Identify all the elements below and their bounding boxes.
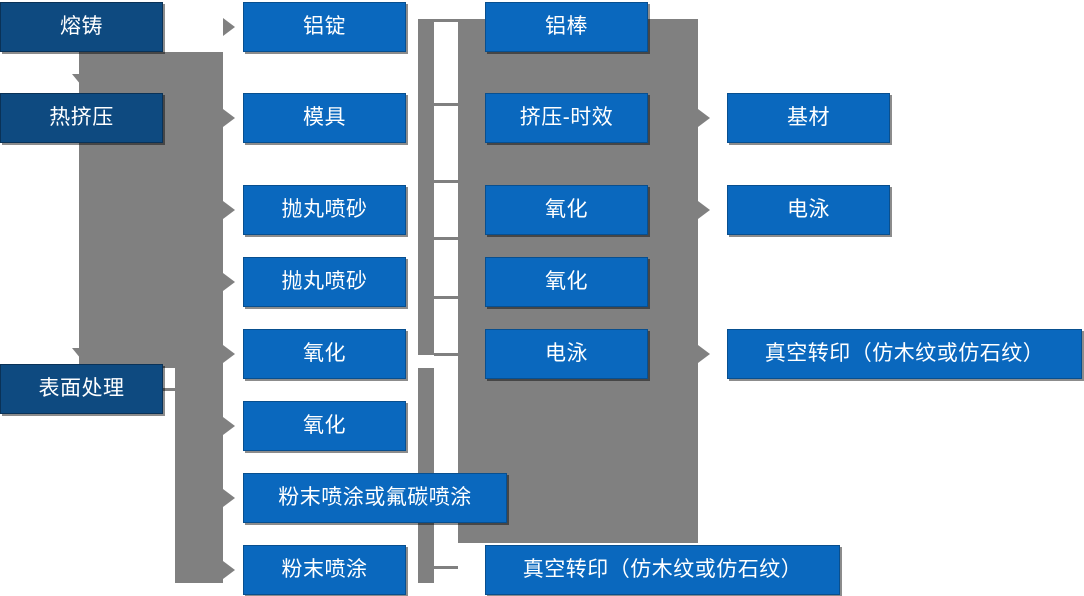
connector-spine-left-lower bbox=[175, 52, 223, 583]
node-electrophoresis-1[interactable]: 电泳 bbox=[485, 329, 648, 379]
node-label: 氧化 bbox=[303, 414, 346, 438]
node-hot-extrusion[interactable]: 热挤压 bbox=[0, 93, 163, 143]
node-extrusion-aging[interactable]: 挤压-时效 bbox=[485, 93, 648, 143]
bracket-tick-7 bbox=[434, 566, 458, 569]
node-label: 模具 bbox=[303, 106, 346, 130]
node-label: 电泳 bbox=[787, 198, 830, 222]
node-surface-treatment[interactable]: 表面处理 bbox=[0, 364, 163, 414]
bracket-tick-1 bbox=[434, 19, 458, 22]
arrow-to-oxidation-2 bbox=[223, 417, 235, 435]
node-shot-blasting-2[interactable]: 抛丸喷砂 bbox=[243, 257, 406, 307]
arrow-to-base-material bbox=[698, 109, 710, 127]
arrow-to-aluminum-ingot bbox=[223, 18, 235, 36]
node-label: 表面处理 bbox=[38, 377, 125, 401]
bracket-tick-2 bbox=[434, 103, 458, 106]
connector-bracket-left-bar bbox=[418, 19, 434, 355]
node-label: 抛丸喷砂 bbox=[281, 198, 368, 222]
node-label: 氧化 bbox=[545, 198, 588, 222]
node-electrophoresis-2[interactable]: 电泳 bbox=[727, 185, 890, 235]
arrow-to-powder-or-pvdf-coating bbox=[223, 489, 235, 507]
node-aluminum-ingot[interactable]: 铝锭 bbox=[243, 2, 406, 52]
node-label: 真空转印（仿木纹或仿石纹） bbox=[764, 342, 1045, 366]
bracket-tick-4 bbox=[434, 237, 458, 240]
bracket-tick-3 bbox=[434, 180, 458, 183]
node-label: 电泳 bbox=[545, 342, 588, 366]
node-melt-cast[interactable]: 熔铸 bbox=[0, 2, 163, 52]
node-label: 真空转印（仿木纹或仿石纹） bbox=[522, 558, 803, 582]
node-label: 热挤压 bbox=[49, 106, 114, 130]
node-oxidation-2[interactable]: 氧化 bbox=[243, 401, 406, 451]
arrow-to-powder-coating bbox=[223, 561, 235, 579]
node-label: 粉末喷涂或氟碳喷涂 bbox=[278, 486, 472, 510]
arrow-to-vacuum-transfer-print-2 bbox=[698, 345, 710, 363]
node-oxidation-4[interactable]: 氧化 bbox=[485, 257, 648, 307]
bracket-tick-5 bbox=[434, 296, 458, 299]
node-label: 氧化 bbox=[545, 270, 588, 294]
node-oxidation-3[interactable]: 氧化 bbox=[485, 185, 648, 235]
arrow-to-mold bbox=[223, 109, 235, 127]
arrow-down-to-hot-extrusion bbox=[72, 74, 90, 85]
node-label: 氧化 bbox=[303, 342, 346, 366]
node-powder-or-pvdf-coating[interactable]: 粉末喷涂或氟碳喷涂 bbox=[243, 473, 507, 523]
node-powder-coating[interactable]: 粉末喷涂 bbox=[243, 545, 406, 595]
node-label: 挤压-时效 bbox=[519, 106, 614, 130]
arrow-to-shot-blasting-2 bbox=[223, 273, 235, 291]
arrow-to-shot-blasting-1 bbox=[223, 201, 235, 219]
node-label: 铝锭 bbox=[303, 15, 346, 39]
arrow-to-oxidation-1 bbox=[223, 345, 235, 363]
bracket-tick-6 bbox=[434, 353, 458, 356]
node-mold[interactable]: 模具 bbox=[243, 93, 406, 143]
node-label: 抛丸喷砂 bbox=[281, 270, 368, 294]
arrow-down-to-surface-treatment bbox=[72, 348, 90, 359]
node-oxidation-1[interactable]: 氧化 bbox=[243, 329, 406, 379]
node-vacuum-transfer-print-2[interactable]: 真空转印（仿木纹或仿石纹） bbox=[727, 329, 1082, 379]
node-label: 铝棒 bbox=[545, 15, 588, 39]
node-shot-blasting-1[interactable]: 抛丸喷砂 bbox=[243, 185, 406, 235]
node-label: 基材 bbox=[787, 106, 830, 130]
arrow-to-electrophoresis-2 bbox=[698, 201, 710, 219]
node-vacuum-transfer-print-1[interactable]: 真空转印（仿木纹或仿石纹） bbox=[485, 545, 840, 595]
node-label: 熔铸 bbox=[60, 15, 103, 39]
node-label: 粉末喷涂 bbox=[281, 558, 368, 582]
node-base-material[interactable]: 基材 bbox=[727, 93, 890, 143]
connector-surface-treatment-stub bbox=[163, 388, 177, 391]
node-aluminum-bar[interactable]: 铝棒 bbox=[485, 2, 648, 52]
